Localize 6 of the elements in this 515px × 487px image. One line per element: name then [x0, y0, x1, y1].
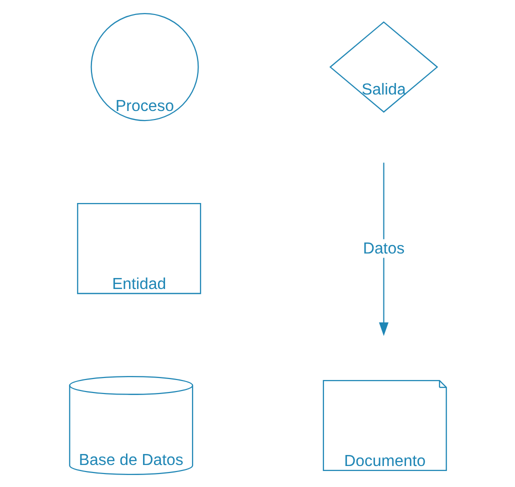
node-diamond: Salida [328, 20, 438, 112]
node-circle: Proceso [90, 12, 198, 121]
node-text: Datos [362, 240, 404, 257]
node-box: Entidad [76, 202, 201, 294]
arrow [378, 257, 388, 336]
connector [382, 162, 384, 239]
